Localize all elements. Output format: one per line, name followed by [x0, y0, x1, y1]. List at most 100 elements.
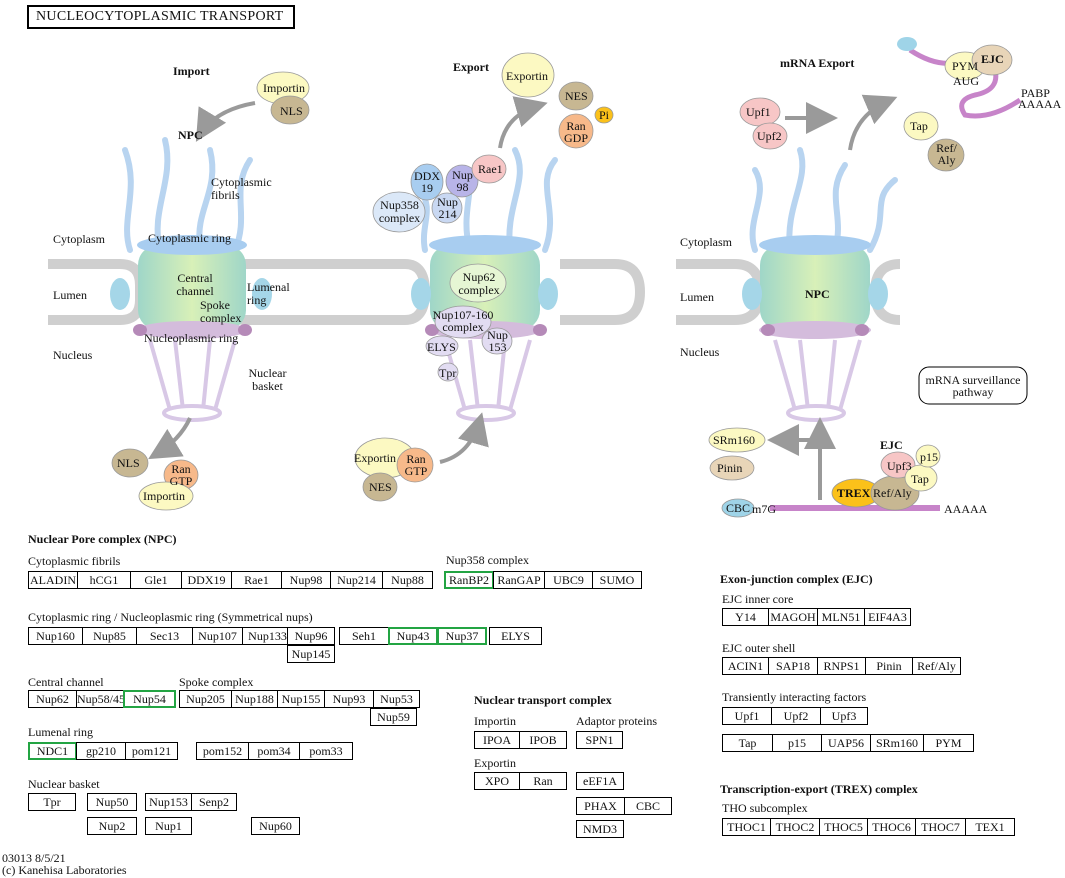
gene-box-pym[interactable]: PYM: [923, 734, 974, 752]
gene-box-thoc6[interactable]: THOC6: [867, 818, 916, 836]
gene-box-nup214[interactable]: Nup214: [330, 571, 383, 589]
gene-box-pom152[interactable]: pom152: [196, 742, 249, 760]
gene-box-nup85[interactable]: Nup85: [82, 627, 137, 645]
lumenal-ring-label: Lumenal ring: [247, 280, 290, 307]
gene-box-nup188[interactable]: Nup188: [231, 690, 278, 708]
polya-label-bottom: AAAAA: [944, 502, 988, 516]
nup107-complex-label: Nup107-160 complex: [432, 308, 494, 334]
gene-box-rangap[interactable]: RanGAP: [493, 571, 545, 589]
gene-box-ipob[interactable]: IPOB: [519, 731, 567, 749]
gene-box-nup160[interactable]: Nup160: [28, 627, 83, 645]
gene-box-ranbp2[interactable]: RanBP2: [444, 571, 494, 589]
gene-box-rae1[interactable]: Rae1: [231, 571, 282, 589]
gene-box-srm160[interactable]: SRm160: [870, 734, 924, 752]
legend-label: Spoke complex: [179, 675, 254, 689]
gene-box-pinin[interactable]: Pinin: [865, 657, 913, 675]
gene-box-tex1[interactable]: TEX1: [965, 818, 1015, 836]
gene-box-seh1[interactable]: Seh1: [339, 627, 389, 645]
gene-box-elys[interactable]: ELYS: [489, 627, 542, 645]
gene-box-y14[interactable]: Y14: [722, 608, 769, 626]
gene-box-nup88[interactable]: Nup88: [382, 571, 433, 589]
gene-box-eef1a[interactable]: eEF1A: [576, 772, 624, 790]
gene-box-nup145[interactable]: Nup145: [287, 645, 335, 663]
legend-label: Adaptor proteins: [576, 714, 657, 728]
gene-box-sumo[interactable]: SUMO: [592, 571, 642, 589]
legend-label: THO subcomplex: [722, 801, 808, 815]
importin-label-2: Importin: [143, 489, 185, 503]
legend-label: Lumenal ring: [28, 725, 93, 739]
gene-box-pom33[interactable]: pom33: [299, 742, 353, 760]
gene-box-nup96[interactable]: Nup96: [287, 627, 335, 645]
gene-box-nup2[interactable]: Nup2: [87, 817, 137, 835]
gene-box-nup43[interactable]: Nup43: [388, 627, 438, 645]
gene-box-nup59[interactable]: Nup59: [370, 708, 417, 726]
gene-box-acin1[interactable]: ACIN1: [722, 657, 769, 675]
gene-box-hcg1[interactable]: hCG1: [77, 571, 131, 589]
legend-label: Central channel: [28, 675, 104, 689]
gene-box-mln51[interactable]: MLN51: [817, 608, 865, 626]
gene-box-nup58-45[interactable]: Nup58/45: [76, 690, 124, 708]
gene-box-nup205[interactable]: Nup205: [179, 690, 232, 708]
gene-box-thoc7[interactable]: THOC7: [915, 818, 966, 836]
gene-box-upf1[interactable]: Upf1: [722, 707, 772, 725]
gene-box-uap56[interactable]: UAP56: [821, 734, 871, 752]
nup62-complex-label: Nup62 complex: [458, 270, 500, 297]
ddx19-label: DDX 19: [414, 169, 440, 195]
gene-box-tap[interactable]: Tap: [722, 734, 773, 752]
import-heading: Import: [173, 64, 210, 78]
gene-box-nup60[interactable]: Nup60: [251, 817, 300, 835]
gene-box-upf3[interactable]: Upf3: [820, 707, 868, 725]
gene-box-thoc1[interactable]: THOC1: [722, 818, 771, 836]
pinin-label: Pinin: [717, 461, 743, 475]
gene-box-sec13[interactable]: Sec13: [136, 627, 193, 645]
gene-box-nup93[interactable]: Nup93: [324, 690, 374, 708]
gene-box-nup107[interactable]: Nup107: [192, 627, 243, 645]
nup153-label: Nup 153: [487, 328, 508, 354]
gene-box-nup53[interactable]: Nup53: [373, 690, 420, 708]
gene-box-thoc5[interactable]: THOC5: [819, 818, 868, 836]
gene-box-nup62[interactable]: Nup62: [28, 690, 77, 708]
gene-box-nup54[interactable]: Nup54: [123, 690, 176, 708]
gene-box-ddx19[interactable]: DDX19: [181, 571, 232, 589]
gene-box-rnps1[interactable]: RNPS1: [817, 657, 866, 675]
gene-box-nup98[interactable]: Nup98: [281, 571, 331, 589]
mrna-surveillance-label[interactable]: mRNA surveillance pathway: [925, 373, 1021, 399]
gene-box-tpr[interactable]: Tpr: [28, 793, 76, 811]
gene-box-p15[interactable]: p15: [772, 734, 822, 752]
gene-box-ubc9[interactable]: UBC9: [544, 571, 593, 589]
gene-box-gle1[interactable]: Gle1: [130, 571, 182, 589]
gene-box-thoc2[interactable]: THOC2: [770, 818, 820, 836]
cbc-label: CBC: [726, 501, 751, 515]
gene-box-xpo[interactable]: XPO: [474, 772, 520, 790]
gene-box-nup153[interactable]: Nup153: [145, 793, 192, 811]
gene-box-nup155[interactable]: Nup155: [277, 690, 325, 708]
cytoplasmic-fibrils-label: Cytoplasmic fibrils: [211, 175, 272, 202]
gene-box-nup1[interactable]: Nup1: [145, 817, 192, 835]
polya-label-top: AAAAA: [1018, 97, 1062, 111]
gene-box-eif4a3[interactable]: EIF4A3: [864, 608, 911, 626]
gene-box-ipoa[interactable]: IPOA: [474, 731, 520, 749]
gene-box-nup50[interactable]: Nup50: [87, 793, 137, 811]
gene-box-aladin[interactable]: ALADIN: [28, 571, 78, 589]
mrna-export-heading: mRNA Export: [780, 56, 855, 70]
gene-box-spn1[interactable]: SPN1: [576, 731, 623, 749]
gene-box-nmd3[interactable]: NMD3: [576, 820, 624, 838]
gene-box-pom34[interactable]: pom34: [248, 742, 300, 760]
gene-box-ndc1[interactable]: NDC1: [28, 742, 77, 760]
gene-box-pom121[interactable]: pom121: [125, 742, 178, 760]
npc-label-2: NPC: [805, 287, 830, 301]
gene-box-cbc[interactable]: CBC: [624, 797, 672, 815]
gene-box-gp210[interactable]: gp210: [76, 742, 126, 760]
gene-box-magoh[interactable]: MAGOH: [768, 608, 818, 626]
gene-box-upf2[interactable]: Upf2: [771, 707, 821, 725]
npc-import: [48, 71, 431, 511]
gene-box-ran[interactable]: Ran: [519, 772, 567, 790]
gene-box-nup133[interactable]: Nup133: [242, 627, 293, 645]
gene-box-ref-aly[interactable]: Ref/Aly: [912, 657, 961, 675]
gene-box-sap18[interactable]: SAP18: [768, 657, 818, 675]
gene-box-senp2[interactable]: Senp2: [191, 793, 237, 811]
nes-label-1b: NES: [565, 89, 588, 103]
gene-box-phax[interactable]: PHAX: [576, 797, 625, 815]
gene-box-nup37[interactable]: Nup37: [437, 627, 487, 645]
